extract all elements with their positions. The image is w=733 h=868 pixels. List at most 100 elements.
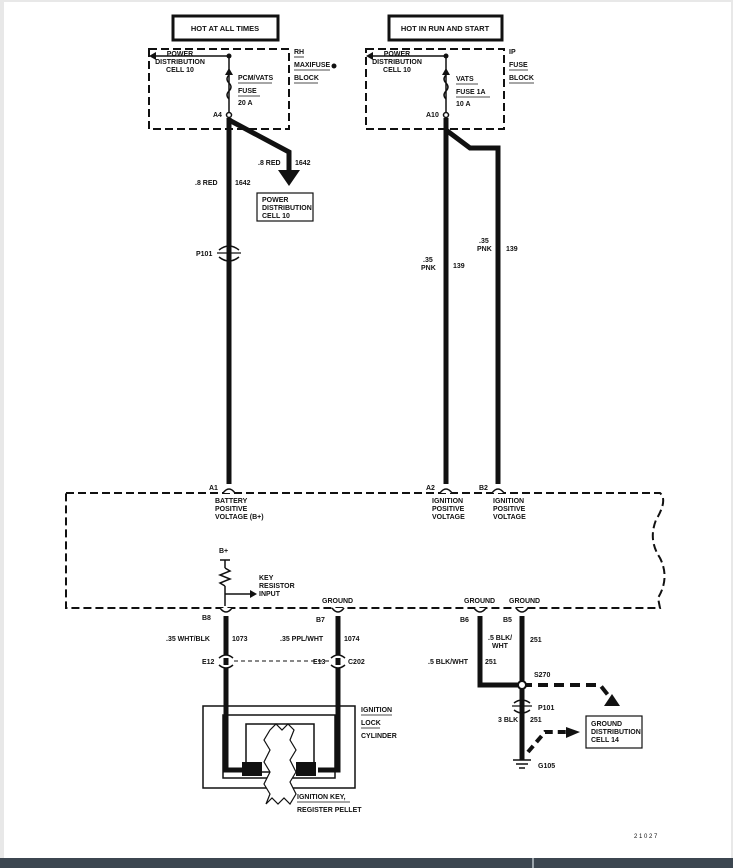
svg-text:REGISTER PELLET: REGISTER PELLET bbox=[297, 807, 362, 814]
blk-3-gauge: 3 BLK bbox=[498, 717, 518, 724]
key-resistor-arrow-icon bbox=[250, 590, 257, 598]
key-resistor bbox=[217, 559, 250, 606]
right-pdc-line2: DISTRIBUTION bbox=[372, 59, 422, 66]
right-pdc-line3: CELL 10 bbox=[383, 67, 411, 74]
pin-b5: B5 bbox=[503, 617, 512, 624]
wht-blk-gauge: .35 WHT/BLK bbox=[166, 636, 210, 643]
svg-text:DISTRIBUTION: DISTRIBUTION bbox=[591, 729, 641, 736]
pnk-a-gauge-2: PNK bbox=[421, 265, 436, 272]
right-fuse-name: VATS bbox=[456, 76, 474, 83]
left-pdc-line3: CELL 10 bbox=[166, 67, 194, 74]
left-pdc-line2: DISTRIBUTION bbox=[155, 59, 205, 66]
right-terminal-a10: A10 bbox=[426, 112, 439, 119]
svg-text:RESISTOR: RESISTOR bbox=[259, 583, 295, 590]
svg-text:GROUND: GROUND bbox=[464, 598, 495, 605]
svg-text:POSITIVE: POSITIVE bbox=[493, 506, 526, 513]
svg-text:VOLTAGE (B+): VOLTAGE (B+) bbox=[215, 514, 264, 521]
svg-text:POWER: POWER bbox=[262, 197, 288, 204]
svg-text:IGNITION: IGNITION bbox=[493, 498, 524, 505]
svg-text:IGNITION: IGNITION bbox=[432, 498, 463, 505]
connector-p101-upper: P101 bbox=[196, 245, 241, 262]
red-main-circuit: 1642 bbox=[235, 180, 251, 187]
ignition-key-pellet bbox=[263, 723, 297, 805]
left-block-line1: RH bbox=[294, 49, 304, 56]
left-fuse-word: FUSE bbox=[238, 88, 257, 95]
g105-arrow-icon bbox=[566, 727, 580, 738]
svg-text:GROUND: GROUND bbox=[591, 721, 622, 728]
pin-b7: B7 bbox=[316, 617, 325, 624]
left-terminal-a4: A4 bbox=[213, 112, 222, 119]
svg-text:GROUND: GROUND bbox=[322, 598, 353, 605]
pdc-arrow-icon bbox=[278, 170, 300, 186]
pdc-cell-10-box: POWER DISTRIBUTION CELL 10 bbox=[256, 192, 314, 222]
ppl-wht-circuit: 1074 bbox=[344, 636, 360, 643]
header-hot-at-all-times: HOT AT ALL TIMES bbox=[171, 14, 280, 42]
wire-pnk-139 bbox=[443, 118, 501, 484]
svg-text:GROUND: GROUND bbox=[509, 598, 540, 605]
svg-text:P101: P101 bbox=[538, 705, 554, 712]
ignition-module-outline bbox=[65, 492, 666, 609]
svg-text:POSITIVE: POSITIVE bbox=[432, 506, 465, 513]
blk-3-circuit: 251 bbox=[530, 717, 542, 724]
svg-text:INPUT: INPUT bbox=[259, 591, 281, 598]
pnk-a-circuit: 139 bbox=[453, 263, 465, 270]
svg-text:LOCK: LOCK bbox=[361, 720, 381, 727]
pnk-b-gauge-1: .35 bbox=[479, 238, 489, 245]
blk-wht-b-circuit: 251 bbox=[485, 659, 497, 666]
pin-b8: B8 bbox=[202, 615, 211, 622]
blk-wht-b-gauge: .5 BLK/WHT bbox=[428, 659, 469, 666]
svg-text:CYLINDER: CYLINDER bbox=[361, 733, 397, 740]
svg-text:WHT: WHT bbox=[492, 643, 509, 650]
ignition-lock-cylinder bbox=[202, 705, 356, 789]
left-fuse-name: PCM/VATS bbox=[238, 75, 273, 82]
left-block-line3: BLOCK bbox=[294, 75, 319, 82]
splice-s270 bbox=[517, 680, 527, 690]
ground-symbol-icon bbox=[513, 759, 531, 769]
ppl-wht-gauge: .35 PPL/WHT bbox=[280, 636, 324, 643]
term-e12: E12 bbox=[202, 659, 215, 666]
g105-dashed-link bbox=[526, 730, 570, 754]
right-pdc-line1: POWER bbox=[384, 51, 410, 58]
svg-text:IGNITION KEY,: IGNITION KEY, bbox=[297, 794, 346, 801]
header-left-text: HOT AT ALL TIMES bbox=[191, 24, 259, 33]
right-fuse-word: FUSE 1A bbox=[456, 89, 486, 96]
left-fuse-rating: 20 A bbox=[238, 100, 253, 107]
red-branch-circuit: 1642 bbox=[295, 160, 311, 167]
left-pdc-line1: POWER bbox=[167, 51, 193, 58]
footer-id: 2 1 0 2 7 bbox=[634, 834, 658, 840]
right-fuse-rating: 10 A bbox=[456, 101, 471, 108]
pin-a1: A1 bbox=[209, 485, 218, 492]
g105-label: G105 bbox=[538, 763, 555, 770]
header-right-text: HOT IN RUN AND START bbox=[401, 24, 490, 33]
connector-p101-lower: P101 bbox=[512, 699, 554, 714]
pnk-b-gauge-2: PNK bbox=[477, 246, 492, 253]
wire-red-1642 bbox=[226, 117, 292, 484]
pin-a2: A2 bbox=[426, 485, 435, 492]
pin-b2: B2 bbox=[479, 485, 488, 492]
wht-blk-circuit: 1073 bbox=[232, 636, 248, 643]
ground-dashed-link bbox=[522, 683, 614, 702]
bplus-label: B+ bbox=[219, 548, 228, 555]
svg-text:IGNITION: IGNITION bbox=[361, 707, 392, 714]
svg-text:CELL 14: CELL 14 bbox=[591, 737, 619, 744]
pnk-b-circuit: 139 bbox=[506, 246, 518, 253]
viewer-toolbar bbox=[0, 858, 733, 868]
svg-text:BATTERY: BATTERY bbox=[215, 498, 248, 505]
pin-b6: B6 bbox=[460, 617, 469, 624]
red-branch-gauge: .8 RED bbox=[258, 160, 281, 167]
red-main-gauge: .8 RED bbox=[195, 180, 218, 187]
svg-text:POSITIVE: POSITIVE bbox=[215, 506, 248, 513]
right-block-line2: FUSE bbox=[509, 62, 528, 69]
svg-text:VOLTAGE: VOLTAGE bbox=[432, 514, 465, 521]
c202-label: C202 bbox=[348, 659, 365, 666]
right-block-line1: IP bbox=[509, 49, 516, 56]
right-block-line3: BLOCK bbox=[509, 75, 534, 82]
toolbar-divider bbox=[532, 858, 534, 868]
ground-dist-arrow-icon bbox=[604, 694, 620, 706]
svg-text:.5 BLK/: .5 BLK/ bbox=[488, 635, 512, 642]
left-block-line2: MAXIFUSE bbox=[294, 62, 331, 69]
svg-text:CELL 10: CELL 10 bbox=[262, 213, 290, 220]
svg-text:DISTRIBUTION: DISTRIBUTION bbox=[262, 205, 312, 212]
header-hot-in-run-and-start: HOT IN RUN AND START bbox=[387, 14, 504, 42]
